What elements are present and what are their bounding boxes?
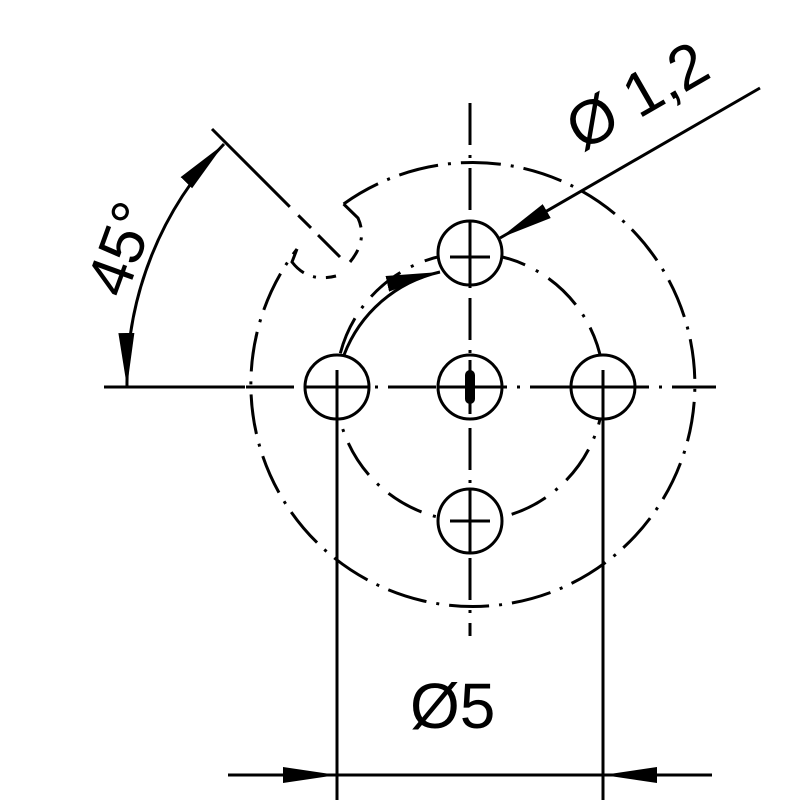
- pin-right: [569, 353, 637, 421]
- angle-dimension-arc: [118, 142, 226, 388]
- key-angle-line: [210, 127, 342, 259]
- pin-diameter-leader: [499, 86, 761, 240]
- angle-label: 45°: [73, 193, 170, 305]
- pin-angle-arrow-arc: [342, 270, 441, 356]
- center-pin-key-mark: [465, 370, 475, 404]
- pin-center: [436, 353, 504, 421]
- outer-housing-circle: [249, 161, 697, 608]
- key-notch: [290, 202, 364, 280]
- pin-left: [303, 353, 371, 421]
- pin-diameter-label: Ø 1,2: [555, 29, 721, 165]
- pitch-diameter-label: Ø5: [410, 670, 495, 742]
